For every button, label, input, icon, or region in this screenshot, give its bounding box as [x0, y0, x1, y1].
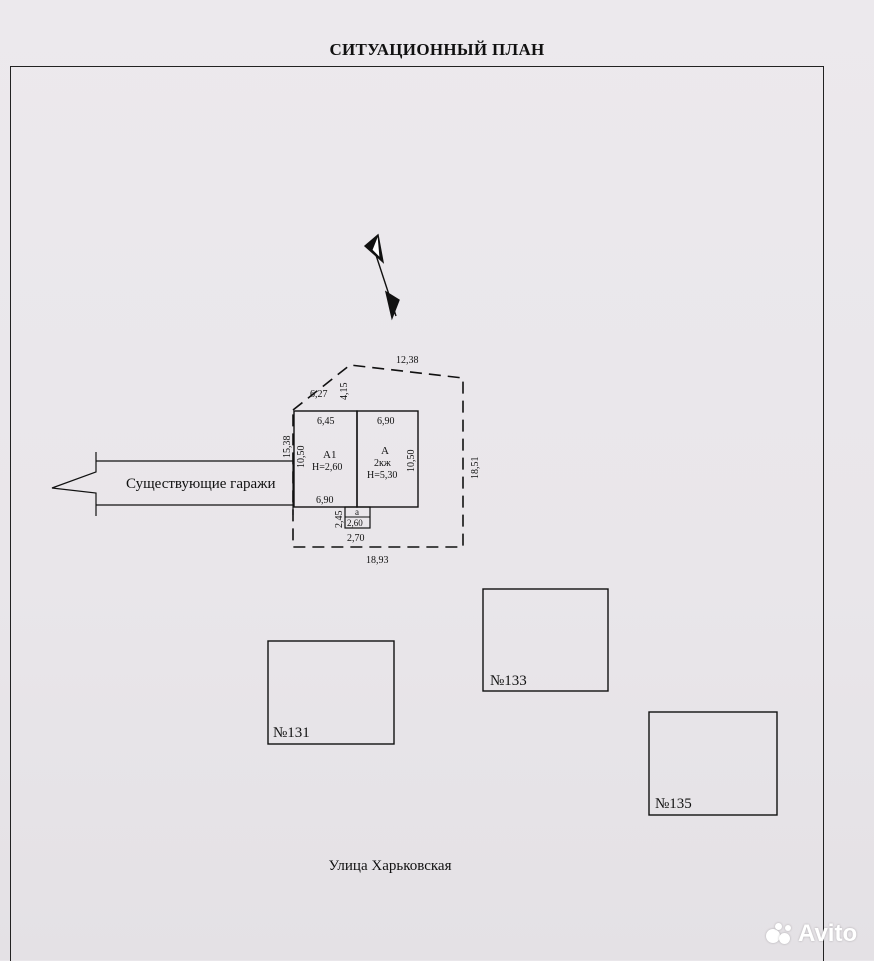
building-a: [356, 410, 419, 508]
neighbor-131-label: №131: [273, 725, 310, 741]
street-label: Улица Харьковская: [328, 858, 452, 874]
plot-boundary: [292, 364, 464, 548]
avito-wordmark: Avito: [798, 920, 858, 947]
porch-height-dimension: 2,45: [334, 511, 345, 529]
neighbor-135-label: №135: [655, 796, 692, 812]
plot-bottom-dimension: 18,93: [366, 555, 389, 566]
plot-right-dimension: 18,51: [470, 457, 481, 480]
neighbor-building-135: [648, 711, 778, 816]
neighbor-133-label: №133: [490, 673, 527, 689]
a-height: Н=5,30: [367, 470, 397, 481]
a1-left-dimension: 10,50: [296, 446, 307, 469]
north-arrow-icon: [363, 233, 400, 321]
plan-frame: [10, 66, 824, 961]
plot-left-dimension: 15,38: [282, 436, 293, 459]
plot-top-dimension: 12,38: [396, 355, 419, 366]
neighbor-building-131: [267, 640, 395, 745]
a1-bottom-dimension: 6,90: [316, 495, 334, 506]
a1-label: А1: [323, 449, 336, 461]
a1-height: Н=2,60: [312, 462, 342, 473]
garages-label: Существующие гаражи: [126, 476, 276, 492]
plot-left-diag-dimension: 6,27: [310, 389, 328, 400]
plan-title: СИТУАЦИОННЫЙ ПЛАН: [329, 40, 545, 59]
porch-bottom-dimension: 2,70: [347, 533, 365, 544]
avito-logo-icon: [766, 921, 792, 947]
neighbor-building-133: [482, 588, 609, 692]
existing-garages: [51, 452, 294, 516]
a-floors: 2кж: [374, 458, 391, 469]
porch-label: а: [355, 507, 359, 517]
porch-width: 2,60: [347, 518, 363, 528]
a-label: А: [381, 445, 389, 457]
a-right-dimension: 10,50: [406, 450, 417, 473]
avito-watermark: Avito: [766, 920, 857, 948]
a-top-dimension: 6,90: [377, 416, 395, 427]
a1-top-dimension: 6,45: [317, 416, 335, 427]
plot-left-top-dimension: 4,15: [339, 383, 350, 401]
